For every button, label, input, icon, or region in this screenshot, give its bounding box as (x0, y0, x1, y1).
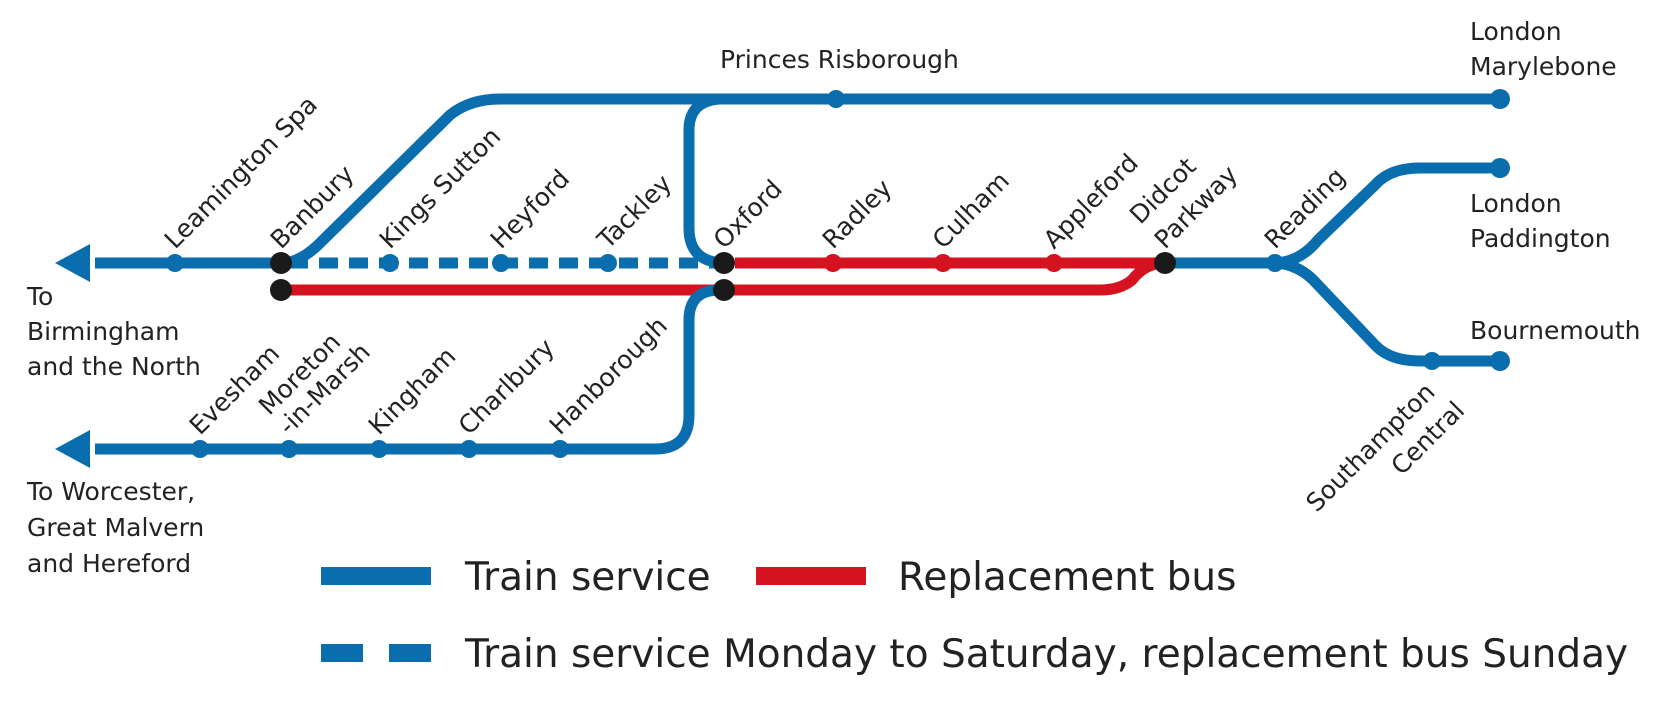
legend-label-train-service: Train service (464, 555, 711, 600)
station-dot-charlbury (460, 440, 478, 458)
label-moreton-in-marsh: Moreton -in-Marsh (253, 317, 376, 440)
label-didcot-parkway: Didcot Parkway (1124, 135, 1243, 254)
station-dot-moreton (280, 440, 298, 458)
label-tackley: Tackley (591, 169, 677, 255)
label-oxford: Oxford (708, 174, 788, 254)
station-dot-leamington (166, 254, 184, 272)
station-dot-bournemouth (1490, 351, 1510, 371)
station-dot-princes-risborough (827, 90, 845, 108)
junction-dot-didcot (1154, 252, 1176, 274)
station-dot-marylebone (1490, 89, 1510, 109)
label-bournemouth: Bournemouth (1470, 316, 1641, 345)
legend-label-replacement-bus: Replacement bus (898, 555, 1236, 600)
arrow-to-worcester (55, 430, 90, 468)
label-kingham: Kingham (363, 342, 462, 441)
label-london-paddington: London Paddington (1470, 189, 1611, 253)
station-dot-evesham (191, 440, 209, 458)
junction-dot-oxford-train (713, 252, 735, 274)
label-appleford: Appleford (1038, 148, 1144, 254)
label-heyford: Heyford (485, 164, 575, 254)
station-dot-radley (824, 254, 842, 272)
label-to-birmingham: To Birmingham and the North (26, 282, 201, 381)
label-to-worcester: To Worcester, Great Malvern and Hereford (26, 477, 212, 578)
junction-dot-banbury-train (270, 252, 292, 274)
station-dot-hanborough (551, 440, 569, 458)
station-dot-southampton (1423, 352, 1441, 370)
junction-dot-banbury-bus (270, 279, 292, 301)
label-radley: Radley (817, 173, 898, 254)
arrow-to-birmingham (55, 244, 90, 282)
station-dot-appleford (1045, 254, 1063, 272)
station-dot-heyford (492, 254, 510, 272)
station-dot-kings-sutton (381, 254, 399, 272)
station-dot-tackley (599, 254, 617, 272)
label-hanborough: Hanborough (544, 311, 673, 440)
station-dot-culham (934, 254, 952, 272)
junction-dot-oxford-bus (713, 279, 735, 301)
label-southampton-central: Southampton Central (1300, 372, 1470, 542)
line-oxford-chiltern (683, 93, 725, 269)
station-dot-kingham (370, 440, 388, 458)
bus-banbury-didcot (281, 257, 1166, 296)
station-dot-reading (1266, 254, 1284, 272)
label-culham: Culham (927, 166, 1015, 254)
line-reading-paddington (1274, 162, 1502, 269)
label-charlbury: Charlbury (453, 333, 560, 440)
line-worcester-oxford (95, 284, 721, 455)
legend-label-partial: Train service Monday to Saturday, replac… (464, 632, 1628, 677)
label-reading: Reading (1259, 162, 1351, 254)
label-banbury: Banbury (265, 159, 360, 254)
label-princes-risborough: Princes Risborough (720, 45, 959, 74)
station-dot-paddington (1490, 158, 1510, 178)
label-london-marylebone: London Marylebone (1470, 17, 1617, 81)
line-reading-bournemouth (1274, 257, 1502, 367)
